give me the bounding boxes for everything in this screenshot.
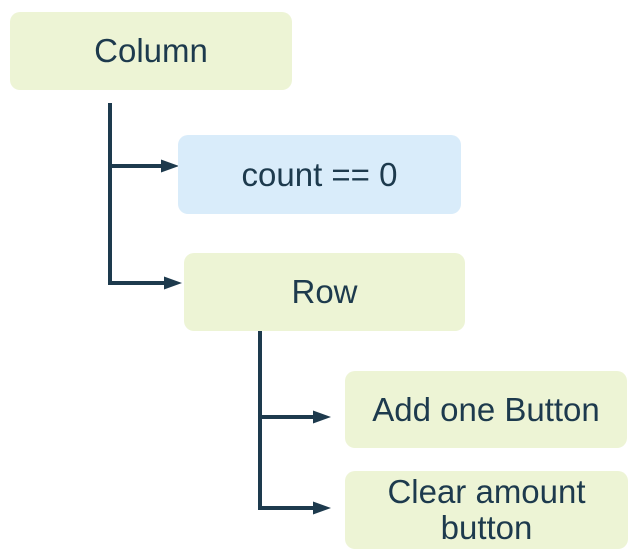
arrow-head-icon <box>164 276 182 290</box>
node-condition: count == 0 <box>178 135 461 214</box>
arrow-head-icon <box>161 159 179 173</box>
edge-row-clear-amount <box>258 501 331 515</box>
edge-row-add-one <box>258 410 331 424</box>
node-row-label: Row <box>291 273 358 311</box>
arrow-head-icon <box>313 410 331 424</box>
node-column: Column <box>10 12 292 90</box>
node-clear-amount-label: Clear amount button <box>387 473 586 546</box>
node-condition-label: count == 0 <box>241 155 398 193</box>
edge-column-row <box>108 276 182 290</box>
edge-column-condition <box>108 159 179 173</box>
node-add-one-label: Add one Button <box>372 390 600 428</box>
arrow-head-icon <box>313 501 331 515</box>
node-row: Row <box>184 253 465 331</box>
node-add-one-button: Add one Button <box>345 371 627 448</box>
node-clear-amount-button: Clear amount button <box>345 471 628 549</box>
node-column-label: Column <box>94 32 208 70</box>
